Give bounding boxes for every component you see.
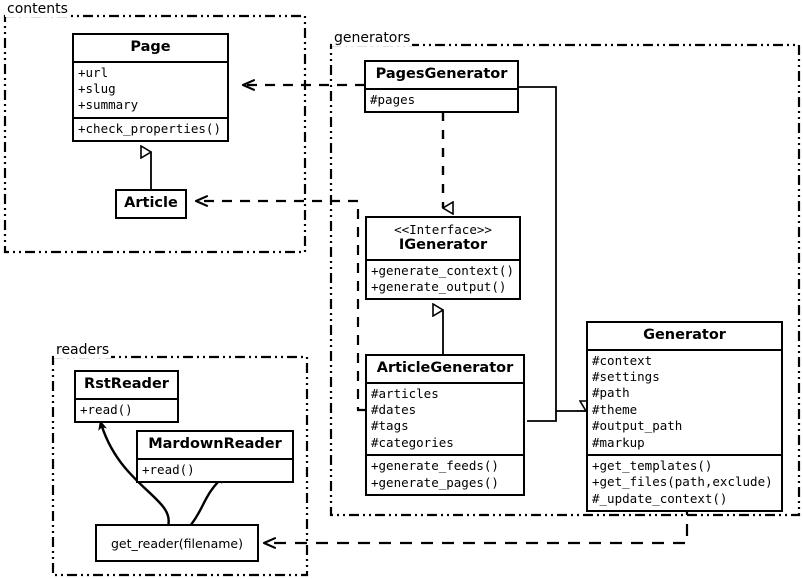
edge-articlegenerator-to-article bbox=[196, 201, 365, 412]
class-name-igenerator: IGenerator bbox=[398, 237, 488, 253]
operation: +generate_context() bbox=[371, 262, 514, 278]
attribute: #output_path bbox=[592, 418, 683, 434]
attribute: +url bbox=[78, 64, 109, 80]
attribute: #articles bbox=[371, 385, 439, 401]
class-box-pagesgenerator[interactable]: PagesGenerator #pages bbox=[364, 60, 519, 114]
package-label-contents: contents bbox=[5, 1, 70, 17]
attribute: #context bbox=[592, 352, 653, 368]
operation: +generate_pages() bbox=[371, 474, 499, 490]
class-operations-igenerator: +generate_context() +generate_output() bbox=[367, 258, 519, 299]
class-title-rstreader: RstReader bbox=[84, 376, 169, 392]
class-title-generator: Generator bbox=[643, 327, 726, 343]
class-operations-mardownreader: +read() bbox=[138, 457, 292, 481]
class-box-mardownreader[interactable]: MardownReader +read() bbox=[136, 430, 294, 484]
attribute: #theme bbox=[592, 401, 638, 417]
attribute: #pages bbox=[370, 91, 416, 107]
attribute: #dates bbox=[371, 402, 417, 418]
operation: +generate_feeds() bbox=[371, 458, 499, 474]
attribute: +slug bbox=[78, 81, 116, 97]
function-box-get-reader[interactable]: get_reader(filename) bbox=[95, 524, 259, 562]
operation: #_update_context() bbox=[592, 490, 728, 506]
operation: +read() bbox=[142, 461, 195, 477]
operation: +check_properties() bbox=[78, 120, 221, 136]
class-box-article[interactable]: Article bbox=[115, 189, 187, 219]
class-title-article: Article bbox=[124, 195, 178, 211]
attribute: +summary bbox=[78, 97, 139, 113]
attribute: #settings bbox=[592, 369, 660, 385]
edge-articlegenerator-to-generator bbox=[527, 411, 557, 422]
class-box-rstreader[interactable]: RstReader +read() bbox=[74, 370, 179, 424]
class-box-articlegenerator[interactable]: ArticleGenerator #articles #dates #tags … bbox=[365, 354, 525, 496]
class-attributes-page: +url +slug +summary bbox=[74, 60, 227, 117]
class-title-pagesgenerator: PagesGenerator bbox=[375, 66, 508, 82]
class-box-igenerator[interactable]: <<Interface>> IGenerator +generate_conte… bbox=[365, 216, 521, 301]
attribute: #path bbox=[592, 385, 630, 401]
package-label-generators: generators bbox=[332, 30, 413, 46]
class-operations-page: +check_properties() bbox=[74, 116, 227, 140]
operation: +read() bbox=[80, 401, 133, 417]
package-label-readers: readers bbox=[54, 342, 112, 358]
edge-pagesgenerator-to-generator bbox=[519, 86, 575, 412]
class-operations-generator: +get_templates() +get_files(path,exclude… bbox=[588, 453, 781, 510]
class-attributes-articlegenerator: #articles #dates #tags #categories bbox=[367, 381, 523, 455]
class-box-page[interactable]: Page +url +slug +summary +check_properti… bbox=[72, 33, 229, 143]
operation: +generate_output() bbox=[371, 279, 507, 295]
class-attributes-generator: #context #settings #path #theme #output_… bbox=[588, 348, 781, 454]
attribute: #categories bbox=[371, 434, 454, 450]
attribute: #markup bbox=[592, 434, 645, 450]
operation: +get_files(path,exclude) bbox=[592, 474, 773, 490]
class-operations-rstreader: +read() bbox=[76, 397, 177, 421]
class-title-page: Page bbox=[130, 39, 171, 55]
class-operations-articlegenerator: +generate_feeds() +generate_pages() bbox=[367, 454, 523, 494]
operation: +get_templates() bbox=[592, 457, 713, 473]
class-attributes-pagesgenerator: #pages bbox=[366, 87, 517, 111]
class-stereotype-igenerator: <<Interface>> bbox=[394, 222, 492, 237]
class-title-mardownreader: MardownReader bbox=[148, 436, 282, 452]
class-title-igenerator: <<Interface>> IGenerator bbox=[367, 218, 519, 259]
class-title-articlegenerator: ArticleGenerator bbox=[376, 360, 514, 376]
attribute: #tags bbox=[371, 418, 409, 434]
class-box-generator[interactable]: Generator #context #settings #path #them… bbox=[586, 321, 783, 513]
